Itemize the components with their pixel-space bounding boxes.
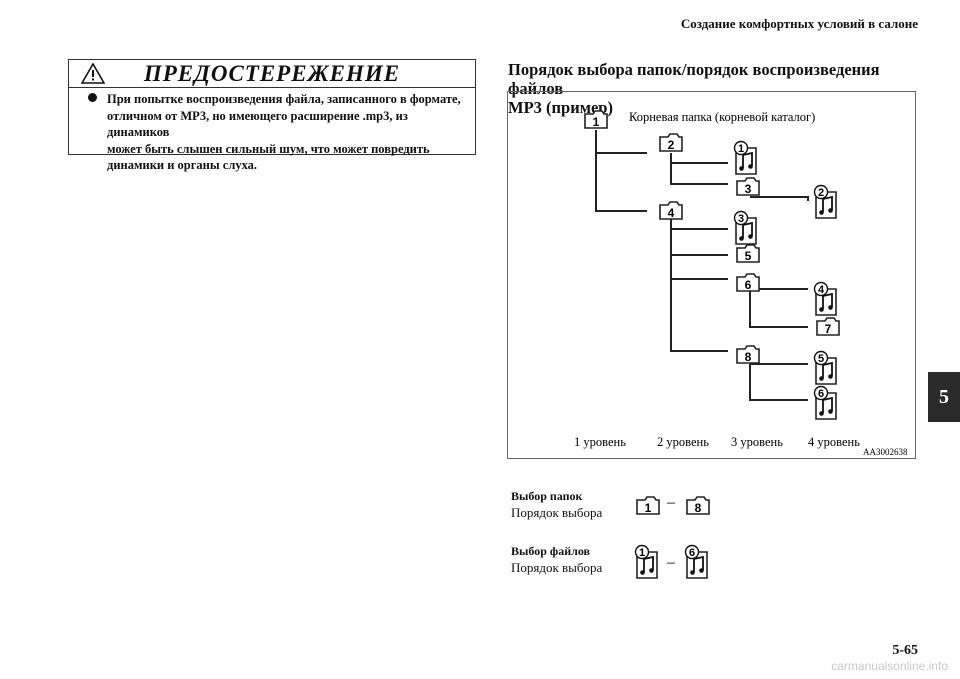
- warning-line: При попытке воспроизведения файла, запис…: [107, 92, 461, 106]
- folder-number: 8: [745, 350, 752, 364]
- music-note-icon: [822, 195, 833, 212]
- folder-tree-diagram: 1 2 3 4 5 6 7 8 1 2 3 4 5 6 Корневая папка (корневой …: [507, 91, 916, 459]
- warning-line: отличном от MP3, но имеющего расширение …: [107, 108, 408, 140]
- folder-icon-6: 6: [736, 273, 760, 292]
- music-note-icon: [822, 361, 833, 378]
- music-note-icon: [742, 151, 753, 168]
- folder-number: 2: [668, 138, 675, 152]
- file-number: 2: [818, 187, 824, 199]
- legend-file-icon-from: 1: [634, 544, 658, 579]
- files-range-dash: –: [666, 554, 676, 571]
- level-label-1: 1 уровень: [574, 435, 626, 449]
- section-title: Порядок выбора папок/порядок воспроизвед…: [508, 60, 928, 117]
- section-title-line: MP3 (пример): [508, 98, 613, 117]
- music-file-icon-4: 4: [813, 281, 837, 316]
- file-number: 5: [818, 353, 824, 365]
- warning-line: динамики и органы слуха.: [107, 158, 258, 172]
- warning-line: может быть слышен сильный шум, что может…: [107, 141, 430, 156]
- music-file-icon-2: 2: [813, 184, 837, 219]
- folder-number: 6: [745, 278, 752, 292]
- music-file-icon-6: 6: [813, 385, 837, 420]
- file-number: 6: [818, 388, 824, 400]
- legend-icons: 1 8 1 6 – –: [634, 494, 710, 579]
- file-number: 1: [738, 143, 744, 155]
- files-heading: Выбор файлов: [511, 544, 591, 558]
- folder-icon-3: 3: [736, 177, 760, 196]
- page-number: 5-65: [892, 643, 918, 658]
- warning-header: ПРЕДОСТЕРЕЖЕНИЕ: [69, 60, 475, 88]
- folder-icon-7: 7: [816, 317, 840, 336]
- file-number: 1: [639, 547, 645, 559]
- folder-number: 8: [695, 501, 702, 515]
- legend-folder-icon-from: 1: [636, 496, 660, 515]
- music-note-icon: [742, 221, 753, 238]
- warning-box: ПРЕДОСТЕРЕЖЕНИЕ При попытке воспроизведе…: [68, 59, 476, 172]
- folder-icon-4: 4: [659, 201, 683, 220]
- folder-number: 3: [745, 182, 752, 196]
- folders-range-dash: –: [666, 494, 676, 511]
- header-title: Создание комфортных условий в салоне: [680, 16, 918, 31]
- warning-text: При попытке воспроизведения файла, запис…: [107, 91, 465, 174]
- figure-code: AA3002638: [863, 447, 908, 457]
- warning-triangle-icon: [81, 63, 105, 84]
- music-file-icon-1: 1: [733, 140, 757, 175]
- folder-icon-8: 8: [736, 345, 760, 364]
- folders-order-text: Порядок выбора: [511, 505, 603, 520]
- legend-folder-icon-to: 8: [686, 496, 710, 515]
- music-note-icon: [643, 555, 654, 572]
- chapter-tab[interactable]: 5: [928, 372, 960, 422]
- music-note-icon: [822, 396, 833, 413]
- warning-title: ПРЕДОСТЕРЕЖЕНИЕ: [143, 60, 401, 86]
- folder-tree-svg: 1 2 3 4 5 6 7 8 1 2 3 4 5 6 Корневая папка (корневой …: [574, 110, 908, 457]
- music-file-icon-5: 5: [813, 350, 837, 385]
- music-note-icon: [822, 292, 833, 309]
- watermark: carmanualsonline.info: [831, 659, 948, 673]
- file-number: 3: [738, 213, 744, 225]
- bullet-icon: [88, 93, 97, 102]
- level-label-4: 4 уровень: [808, 435, 860, 449]
- folder-number: 1: [645, 501, 652, 515]
- folder-number: 5: [745, 249, 752, 263]
- root-folder-label: Корневая папка (корневой каталог): [629, 110, 815, 124]
- file-number: 6: [689, 547, 695, 559]
- folder-icon-5: 5: [736, 244, 760, 263]
- folders-heading: Выбор папок: [511, 489, 583, 503]
- folder-icon-1: 1: [584, 110, 608, 129]
- folder-number: 4: [668, 206, 675, 220]
- folder-icon-2: 2: [659, 133, 683, 152]
- legend-file-icon-to: 6: [684, 544, 708, 579]
- music-file-icon-3: 3: [733, 210, 757, 245]
- files-order-text: Порядок выбора: [511, 560, 603, 575]
- file-number: 4: [818, 284, 825, 296]
- music-note-icon: [693, 555, 704, 572]
- tree-lines: [595, 130, 809, 401]
- level-label-3: 3 уровень: [731, 435, 783, 449]
- level-label-2: 2 уровень: [657, 435, 709, 449]
- section-title-line: Порядок выбора папок/порядок воспроизвед…: [508, 60, 880, 98]
- folder-number: 7: [825, 322, 832, 336]
- folder-number: 1: [593, 115, 600, 129]
